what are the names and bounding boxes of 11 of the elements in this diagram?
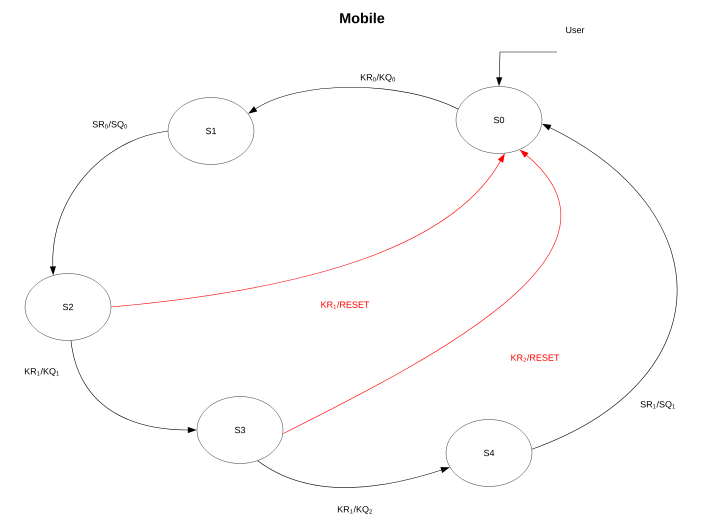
edge-label: KR$_{0}$/KQ$_{0}$ [359, 72, 397, 84]
transition-arrow [532, 124, 678, 450]
edge-label: SR$_{0}$/SQ$_{0}$ [91, 120, 129, 130]
transition-arrow [282, 150, 560, 434]
edge-label: KR$_{1}$/KQ$_{1}$ [23, 366, 61, 378]
title: Mobile [340, 12, 384, 24]
edge-label: KR$_{2}$/RESET [510, 353, 560, 363]
edge-label: SR$_{1}$/SQ$_{1}$ [639, 400, 677, 410]
edge-label: KR$_{1}$/KQ$_{2}$ [336, 504, 374, 516]
edge-label: KR$_{1}$/RESET [320, 300, 370, 310]
input-label: User [566, 26, 584, 34]
